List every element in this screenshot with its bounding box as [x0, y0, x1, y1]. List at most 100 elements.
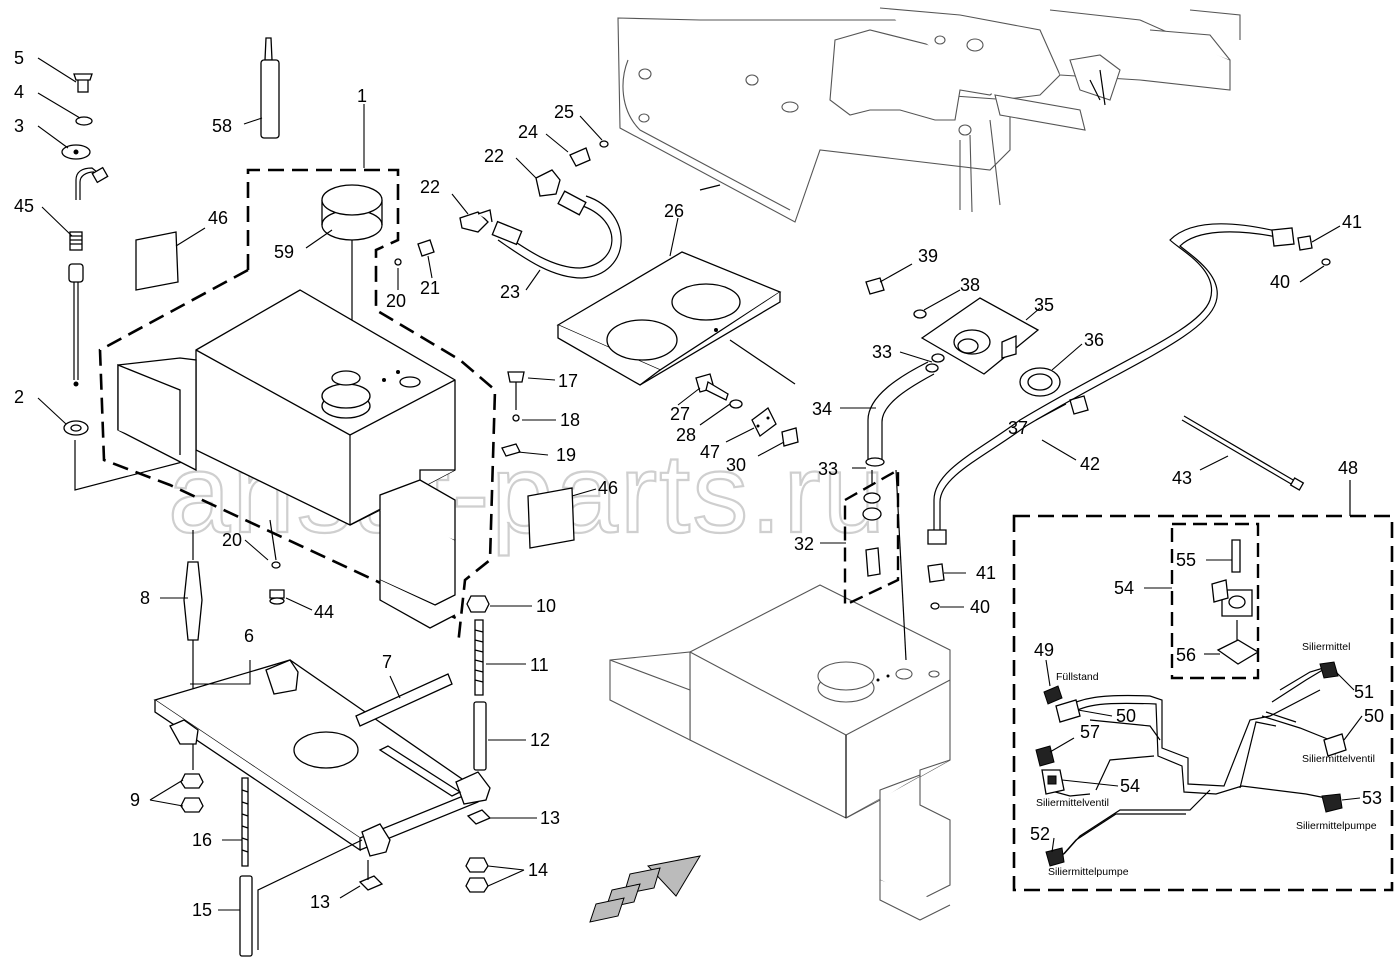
callout-21: 21 — [420, 278, 440, 298]
part-23-hose — [491, 190, 622, 279]
part-9-nuts — [180, 773, 204, 813]
level-sensor-assembly — [61, 73, 191, 491]
part-1-tank — [117, 289, 456, 629]
callout-13-right: 13 — [540, 808, 560, 828]
callout-2: 2 — [14, 387, 24, 407]
part-58-tube — [260, 37, 280, 139]
callout-19: 19 — [556, 445, 576, 465]
callout-37: 37 — [1008, 418, 1028, 438]
callout-25: 25 — [554, 102, 574, 122]
label-siliermittel: Siliermittel — [1302, 641, 1350, 653]
part-48-harness-box — [1012, 480, 1394, 892]
callout-50-right: 50 — [1364, 706, 1384, 726]
callout-44: 44 — [314, 602, 334, 622]
direction-arrow — [589, 855, 702, 923]
callout-11: 11 — [530, 655, 549, 675]
callout-39: 39 — [918, 246, 938, 266]
fittings-40-41 — [927, 235, 1331, 610]
callout-58: 58 — [212, 116, 232, 136]
label-siliermittelventil-right: Siliermittelventil — [1302, 753, 1375, 765]
callout-1: 1 — [357, 86, 367, 106]
callout-49: 49 — [1034, 640, 1054, 660]
callout-4: 4 — [14, 82, 24, 102]
callout-9: 9 — [130, 790, 140, 810]
callout-54-box: 54 — [1114, 578, 1134, 598]
fittings-22-24-25 — [535, 140, 609, 197]
callout-40-upper: 40 — [1270, 272, 1290, 292]
callout-13-left: 13 — [310, 892, 330, 912]
part-59-cap — [321, 184, 383, 372]
tank-group-dashed-outline — [98, 168, 497, 646]
part-35-plate — [920, 297, 1040, 375]
part-34-hose — [865, 353, 945, 467]
parts-10-11-12 — [466, 595, 490, 771]
part-7-strip — [355, 673, 453, 727]
part-43-cable-tie — [1181, 415, 1305, 491]
callout-40-lower: 40 — [970, 597, 990, 617]
part-42-pipe — [927, 223, 1295, 545]
callout-50-left: 50 — [1116, 706, 1136, 726]
part-32-fitting-group — [843, 467, 907, 661]
callout-numbers: 5 4 3 45 2 58 1 46 59 20 21 22 22 24 25 … — [14, 48, 1384, 920]
callout-52: 52 — [1030, 824, 1050, 844]
callout-47: 47 — [700, 442, 720, 462]
callout-15: 15 — [192, 900, 212, 920]
callout-34: 34 — [812, 399, 832, 419]
fittings-20-21-22 — [394, 209, 493, 266]
callout-55: 55 — [1176, 550, 1196, 570]
callout-10: 10 — [536, 596, 556, 616]
fittings-27-28-47-30 — [695, 339, 799, 447]
callout-20-upper: 20 — [386, 291, 406, 311]
callout-35: 35 — [1034, 295, 1054, 315]
callout-46-lower: 46 — [598, 478, 618, 498]
callout-48: 48 — [1338, 458, 1358, 478]
callout-18: 18 — [560, 410, 580, 430]
callout-42: 42 — [1080, 454, 1100, 474]
callout-12: 12 — [530, 730, 550, 750]
part-8-turnbuckle — [183, 530, 203, 770]
callout-14: 14 — [528, 860, 548, 880]
label-siliermittelventil-left: Siliermittelventil — [1036, 797, 1109, 809]
callout-45: 45 — [14, 196, 34, 216]
label-siliermittelpumpe-right: Siliermittelpumpe — [1296, 820, 1377, 832]
harness-labels: Füllstand Siliermittel Siliermittelventi… — [1036, 641, 1377, 878]
callout-3: 3 — [14, 116, 24, 136]
callout-36: 36 — [1084, 330, 1104, 350]
callout-22-lower: 22 — [420, 177, 440, 197]
callout-54-harness: 54 — [1120, 776, 1140, 796]
callout-20-lower: 20 — [222, 530, 242, 550]
part-26-tray — [556, 251, 782, 386]
callout-22-upper: 22 — [484, 146, 504, 166]
callout-41-lower: 41 — [976, 563, 996, 583]
callout-43: 43 — [1172, 468, 1192, 488]
callout-51: 51 — [1354, 682, 1374, 702]
callout-46-upper: 46 — [208, 208, 228, 228]
part-36-ring — [1019, 367, 1061, 397]
callout-32: 32 — [794, 534, 814, 554]
callout-57: 57 — [1080, 722, 1100, 742]
machine-frame — [617, 7, 1241, 223]
callout-6: 6 — [244, 626, 254, 646]
callout-38: 38 — [960, 275, 980, 295]
callout-56: 56 — [1176, 645, 1196, 665]
callout-7: 7 — [382, 652, 392, 672]
callout-41-upper: 41 — [1342, 212, 1362, 232]
callout-33-lower: 33 — [818, 459, 838, 479]
part-6-plate — [153, 659, 491, 857]
fittings-38-39 — [865, 277, 927, 319]
tank-lower-right — [609, 584, 951, 921]
wiring-harness — [1047, 665, 1331, 859]
callout-23: 23 — [500, 282, 520, 302]
callout-17: 17 — [558, 371, 578, 391]
callout-59: 59 — [274, 242, 294, 262]
callout-5: 5 — [14, 48, 24, 68]
connectors — [1035, 661, 1347, 867]
leader-lines — [37, 57, 1363, 911]
callout-33-upper: 33 — [872, 342, 892, 362]
label-fullstand: Füllstand — [1056, 671, 1099, 683]
callout-30: 30 — [726, 455, 746, 475]
fittings-20-44 — [269, 519, 285, 605]
label-siliermittelpumpe-left: Siliermittelpumpe — [1048, 866, 1129, 878]
callout-28: 28 — [676, 425, 696, 445]
guide-lines-lower — [257, 839, 363, 950]
